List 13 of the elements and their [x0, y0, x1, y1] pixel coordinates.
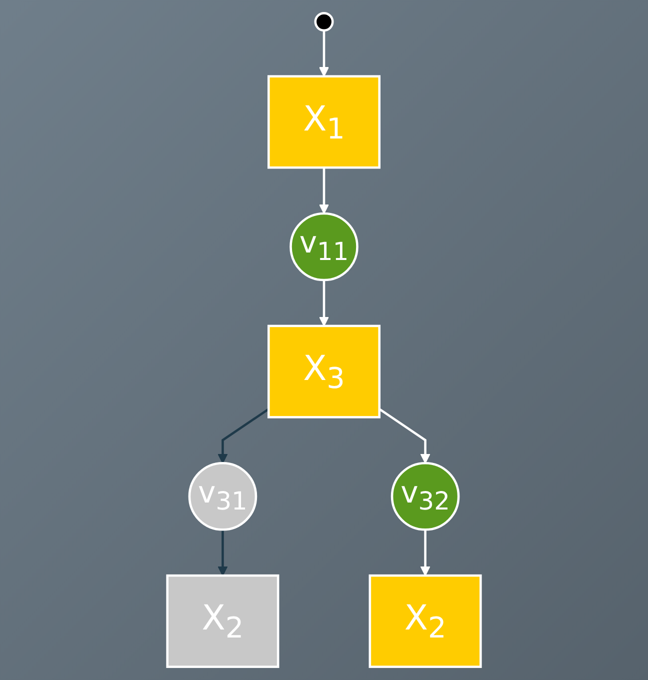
- arrow: [218, 408, 270, 464]
- node-circle: v$_{11}$: [290, 212, 358, 282]
- node-circle: v$_{32}$: [390, 462, 460, 531]
- arrow: [420, 530, 430, 576]
- arrow: [378, 408, 430, 464]
- arrow: [318, 168, 330, 214]
- arrow: [218, 530, 228, 576]
- node-box: X$_{2}$: [368, 574, 482, 668]
- node-box: X$_{1}$: [267, 75, 381, 169]
- node-box: X$_{3}$: [267, 324, 381, 418]
- arrow: [318, 280, 330, 326]
- arrow: [318, 30, 330, 77]
- node-circle: [314, 12, 334, 32]
